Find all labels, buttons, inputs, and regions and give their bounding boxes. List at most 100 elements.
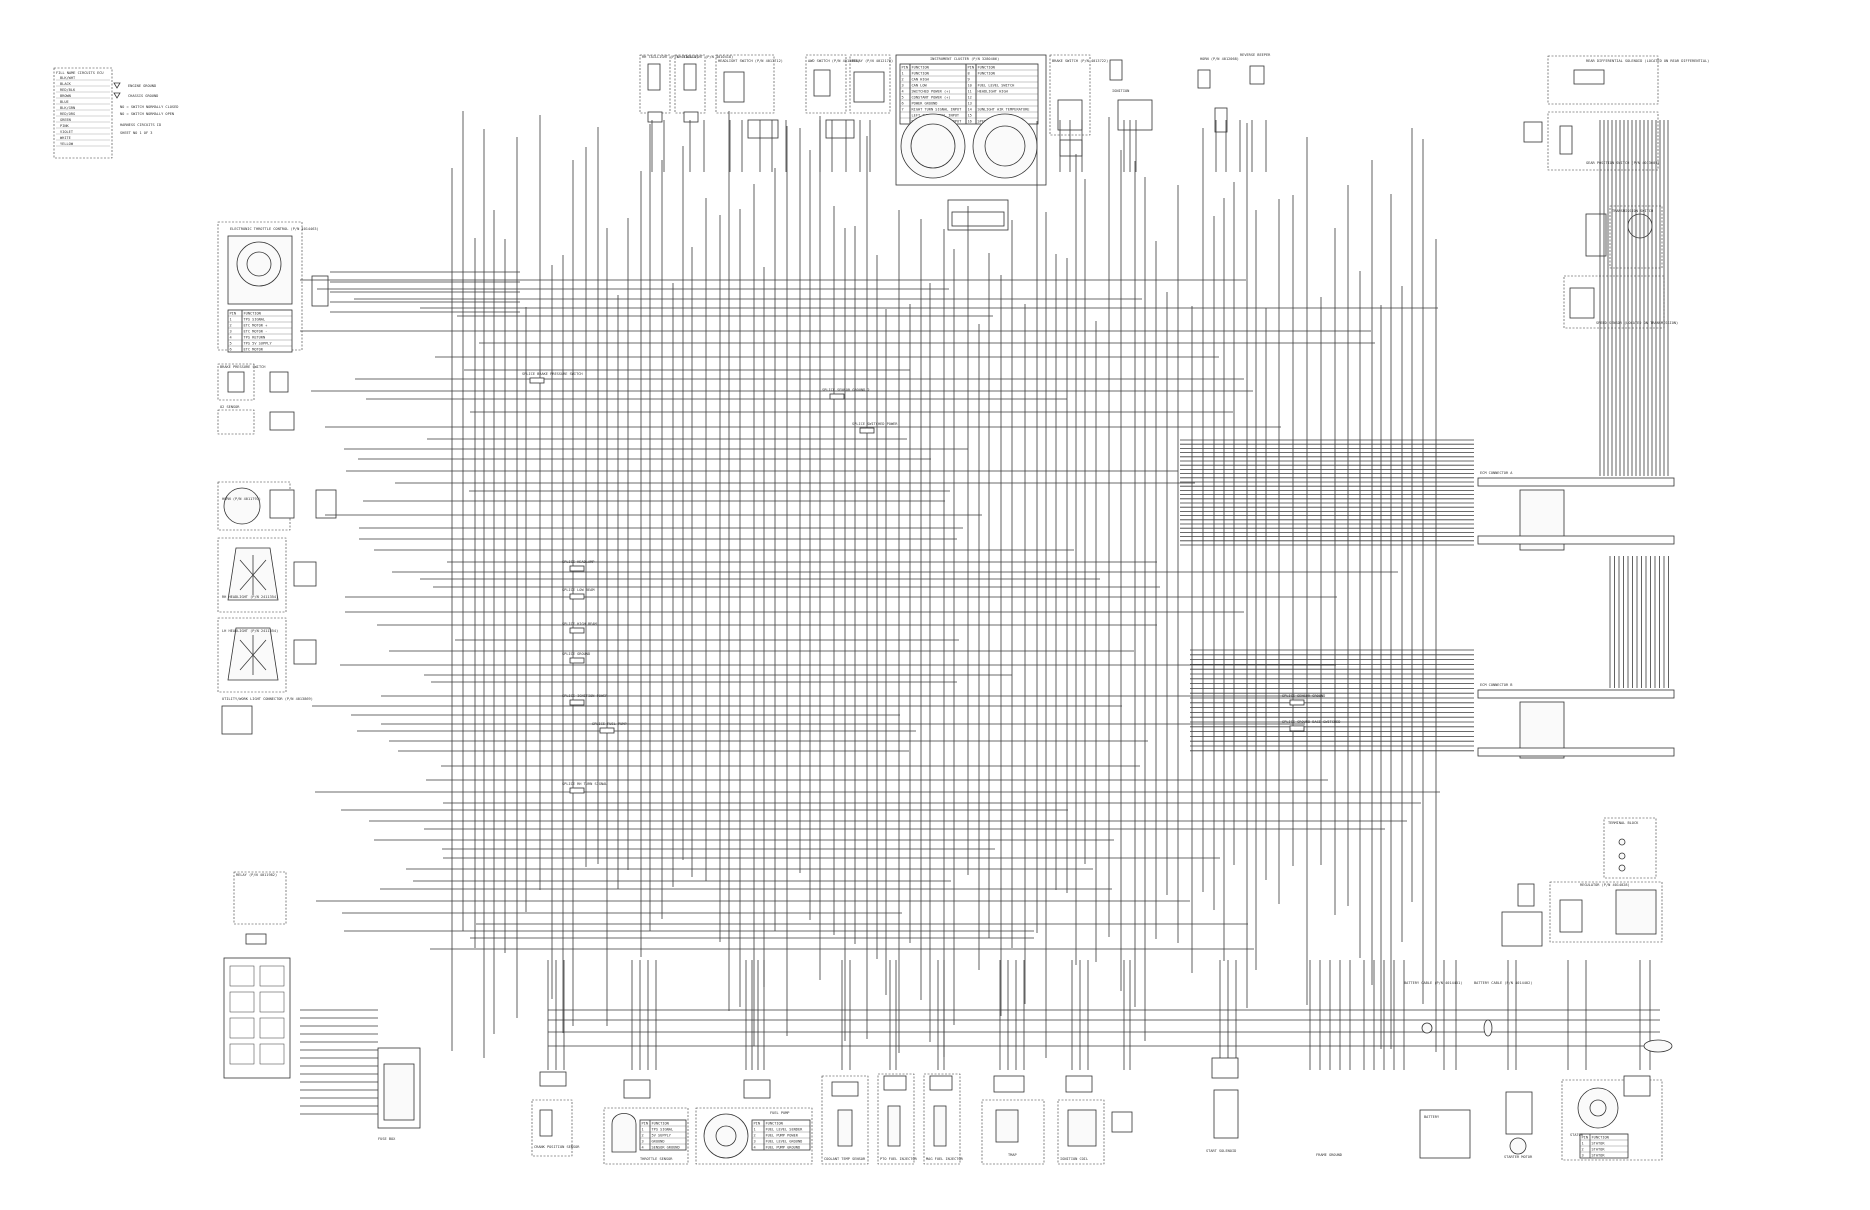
battery-label: BATTERY: [1424, 1115, 1440, 1119]
splice-label: SPLICE SENSOR GROUND 2: [822, 388, 870, 392]
legend-color-item: BLK/WHT: [60, 76, 76, 80]
splice-box: [1289, 725, 1305, 732]
ecu-a-label: ECM CONNECTOR A: [1480, 471, 1513, 475]
splice-label: SPLICE RH TURN SIGNAL: [562, 782, 607, 786]
tail-right-label: RH TAILLIGHT (P/N 4010418): [642, 55, 698, 59]
table-cell: FUNCTION: [244, 312, 261, 316]
table-cell: TPS SIGNAL: [652, 1128, 674, 1132]
table-cell: SPEED: [978, 120, 989, 124]
legend-color-item: WHITE: [60, 136, 71, 140]
table-cell: TPS 5V SUPPLY: [244, 342, 273, 346]
table-cell: FUEL PUMP POWER: [766, 1134, 799, 1138]
splice-box: [859, 427, 875, 434]
table-cell: TPS RETURN: [244, 336, 266, 340]
table-cell: SWITCHED POWER (+): [912, 90, 951, 94]
relay-label: RELAY (P/N 4012170): [852, 59, 893, 63]
splice-box: [569, 657, 585, 664]
splice-box: [569, 699, 585, 706]
starter-motor-label: STARTER MOTOR: [1504, 1155, 1533, 1159]
table-cell: CONSTANT POWER (+): [912, 96, 951, 100]
table-cell: 4: [230, 336, 232, 340]
battery-cable-1: BATTERY CABLE (P/N 4014401): [1404, 981, 1462, 985]
ignition-label: IGNITION: [1112, 89, 1129, 93]
table-cell: FUEL PUMP GROUND: [766, 1146, 801, 1150]
table-cell: HEADLIGHT HIGH: [978, 90, 1008, 94]
fuse-box-label: FUSE BOX: [378, 1137, 396, 1141]
table-cell: 9: [968, 78, 970, 82]
splice-label: SPLICE GROUND BASE SWITCHED: [1282, 720, 1340, 724]
table-cell: PIN: [754, 1122, 761, 1126]
table-cell: FUNCTION: [1592, 1136, 1609, 1140]
regulator-label: REGULATOR (P/N 4014028): [1580, 883, 1630, 887]
table-cell: 2: [902, 78, 904, 82]
fuse-cell: [259, 965, 285, 987]
table-cell: 3: [754, 1140, 756, 1144]
splice-label: SPLICE SENSOR GROUND: [1282, 694, 1325, 698]
table-cell: TPS SIGNAL: [244, 318, 266, 322]
table-cell: STATOR: [1592, 1148, 1606, 1152]
table-cell: ETC MOTOR +: [244, 324, 269, 328]
table-cell: 5: [902, 96, 904, 100]
o2-sensor-label: O2 SENSOR: [220, 405, 240, 409]
table-cell: 2: [642, 1134, 644, 1138]
table-cell: FUNCTION: [978, 72, 995, 76]
horn-left-label: HORN (P/N 4011797): [222, 497, 261, 501]
battery-cable-2: BATTERY CABLE (P/N 4014402): [1474, 981, 1532, 985]
terminal-block-label: TERMINAL BLOCK: [1608, 821, 1639, 825]
fuse-cell: [229, 1017, 255, 1039]
svg-text:CHASSIS GROUND: CHASSIS GROUND: [128, 94, 158, 98]
table-cell: 1: [1582, 1142, 1584, 1146]
splice-box: [569, 627, 585, 634]
svg-text:NO = SWITCH NORMALLY OPEN: NO = SWITCH NORMALLY OPEN: [120, 112, 174, 116]
throttle-sensor-label: THROTTLE SENSOR: [640, 1157, 673, 1161]
table-cell: PIN: [642, 1122, 649, 1126]
rear-solenoid-label: REAR DIFFERENTIAL SOLENOID (LOCATED ON R…: [1586, 59, 1709, 63]
splice-box: [569, 565, 585, 572]
table-cell: 3: [230, 330, 232, 334]
table-cell: 10: [968, 84, 972, 88]
relay-left-label: RELAY (P/N 4011982): [236, 873, 277, 877]
table-cell: 15: [968, 114, 972, 118]
tmap-label: TMAP: [1008, 1153, 1017, 1157]
lh-headlight-label: LH HEADLIGHT (P/N 2411354): [222, 629, 278, 633]
legend-color-item: RED/BLK: [60, 88, 76, 92]
table-cell: 13: [968, 102, 972, 106]
reverse-beeper-label: REVERSE BEEPER: [1240, 53, 1271, 57]
splice-label: SPLICE LOW BEAM: [562, 588, 595, 592]
table-cell: FUNCTION: [912, 66, 929, 70]
table-cell: ETC MOTOR: [244, 348, 264, 352]
table-cell: PIN: [902, 66, 909, 70]
table-cell: 6: [230, 348, 232, 352]
splice-label: SPLICE IGNITION POWER: [562, 694, 608, 698]
tail-left-label: LH TAILLIGHT (P/N 4010418): [677, 55, 733, 59]
table-cell: 2: [230, 324, 232, 328]
table-cell: 3: [642, 1140, 644, 1144]
rh-headlight-label: RH HEADLIGHT (P/N 2411354): [222, 595, 278, 599]
pto-injector-label: PTO FUEL INJECTOR: [880, 1157, 918, 1161]
brake-switch-label: BRAKE SWITCH (P/N 4013722): [1052, 59, 1108, 63]
splice-box: [569, 593, 585, 600]
table-cell: 1: [230, 318, 232, 322]
table-cell: 8: [968, 72, 970, 76]
table-cell: 4: [754, 1146, 756, 1150]
fuse-cell: [229, 965, 255, 987]
table-cell: 2: [1582, 1148, 1584, 1152]
splice-label: SPLICE HEADLAMP: [562, 560, 594, 564]
table-cell: PIN: [1582, 1136, 1589, 1140]
splice-box: [1289, 699, 1305, 706]
transmission-switch-label: TRANSMISSION SWITCH: [1612, 209, 1653, 213]
fuse-cell: [229, 991, 255, 1013]
ignition-coil-label: IGNITION COIL: [1060, 1157, 1088, 1161]
legend-color-item: BROWN: [60, 94, 71, 98]
table-cell: 5: [230, 342, 232, 346]
table-cell: SUNLIGHT AIR TEMPERATURE: [978, 108, 1030, 112]
left-components: ELECTRONIC THROTTLE CONTROL (P/N 4014463…: [217, 221, 421, 1141]
table-cell: GROUND: [652, 1140, 665, 1144]
speed-sensor-label: SPEED SENSOR (LOCATED ON TRANSMISSION): [1596, 321, 1678, 325]
legend-color-item: RED/ORG: [60, 112, 75, 116]
splice-box: [829, 393, 845, 400]
headlight-switch-label: HEADLIGHT SWITCH (P/N 4013712): [718, 59, 783, 63]
legend-color-item: GREEN: [60, 118, 71, 122]
